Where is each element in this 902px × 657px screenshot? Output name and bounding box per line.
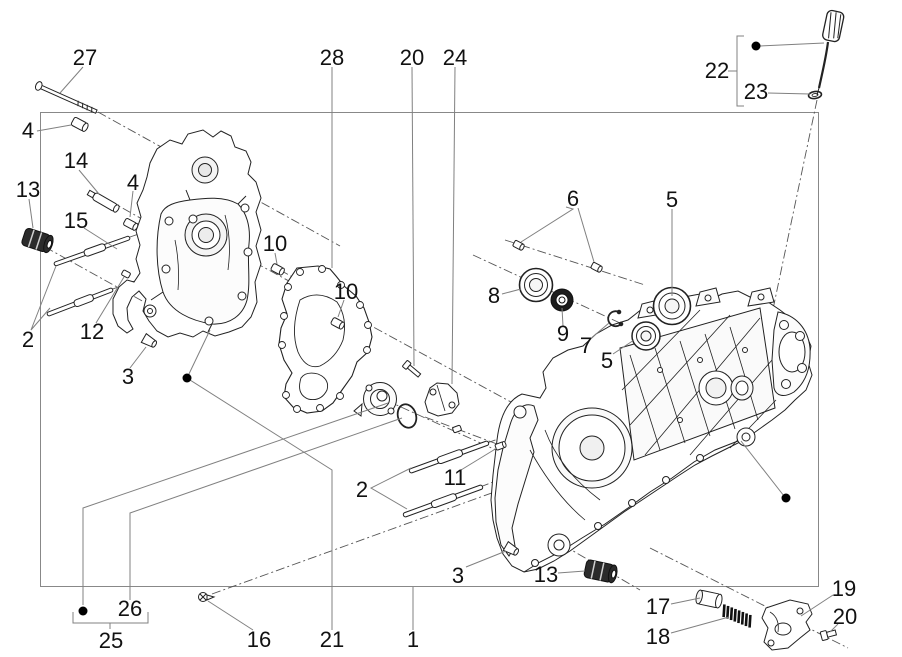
bearing-5-lower: [631, 321, 661, 351]
group-bracket-25: [72, 612, 149, 629]
bearing-8: [518, 267, 554, 303]
screw-16: [198, 592, 216, 602]
circlip-7: [607, 309, 624, 328]
bracket-plate-19: [761, 599, 813, 651]
chain-tensioner-bracket: [424, 382, 460, 417]
bolt-20-lower: [819, 629, 838, 641]
crankcase-gasket: [278, 265, 373, 414]
left-crankcase-half: [112, 129, 262, 338]
long-bolt-27: [34, 81, 98, 114]
tensioner-plug-17: [695, 589, 723, 609]
stud-bolts: [46, 235, 490, 518]
rubber-bushing-13-right: [583, 559, 618, 584]
oil-dipstick: [816, 9, 845, 96]
pump-cover-bolt: [402, 360, 422, 378]
rubber-bushing-13-left: [21, 227, 54, 254]
right-crankcase-half: [490, 287, 813, 573]
leader-lines: [28, 42, 839, 634]
pump-o-ring: [396, 403, 418, 429]
dipstick-o-ring: [807, 90, 823, 100]
diagram-frame: [40, 112, 819, 587]
spring-18: [722, 604, 752, 628]
oil-pump: [353, 382, 397, 417]
group-bracket-22: [736, 35, 744, 107]
dowel-pins-and-plugs: [70, 116, 603, 556]
oil-seal-9: [550, 288, 574, 312]
shoulder-bolt-14: [86, 189, 120, 213]
